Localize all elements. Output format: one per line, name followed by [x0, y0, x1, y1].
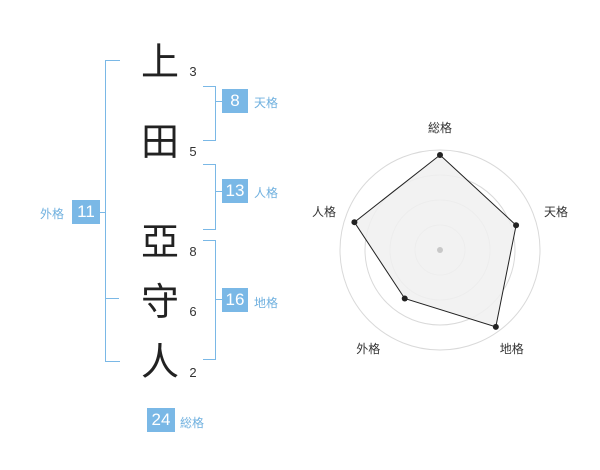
radar-polygon: [353, 154, 517, 328]
name-char-3: 亞: [140, 220, 179, 264]
soukaku-value: 24: [147, 408, 175, 432]
tenkaku-label: 天格: [254, 96, 279, 110]
jinkaku-label: 人格: [254, 186, 279, 200]
gaikaku-connector: [100, 212, 106, 213]
jinkaku-bracket: [203, 164, 216, 230]
radar-point: [492, 323, 499, 330]
gaikaku-label: 外格: [40, 207, 65, 221]
gaikaku-bracket-split: [105, 298, 119, 299]
stroke-count-3: 8: [189, 244, 197, 259]
radar-point: [437, 152, 443, 158]
jinkaku-value: 13: [222, 179, 248, 203]
jinkaku-connector: [215, 191, 222, 192]
name-char-4: 守: [140, 280, 179, 324]
radar-axis-jinkaku: 人格: [311, 205, 336, 220]
soukaku-label: 総格: [180, 416, 205, 430]
radar-axis-tenkaku: 天格: [544, 205, 569, 220]
radar-points: [351, 152, 520, 330]
name-char-5: 人: [140, 340, 179, 384]
radar-axis-gaikaku: 外格: [356, 341, 381, 356]
radar-point: [351, 219, 358, 226]
name-char-1: 上: [140, 40, 179, 84]
tenkaku-bracket: [203, 86, 216, 141]
chikaku-label: 地格: [254, 296, 279, 310]
gaikaku-bracket: [105, 60, 120, 362]
radar-axis-soukaku: 総格: [428, 121, 453, 135]
chikaku-value: 16: [222, 288, 248, 312]
chikaku-connector: [215, 299, 222, 300]
stroke-count-4: 6: [189, 304, 197, 319]
name-char-2: 田: [140, 120, 179, 164]
radar-ring: [339, 149, 541, 351]
stroke-count-2: 5: [189, 144, 197, 159]
radar-center-dot: [437, 247, 443, 253]
radar-point: [401, 295, 408, 302]
stroke-count-1: 3: [189, 64, 197, 79]
chikaku-bracket: [203, 240, 216, 360]
tenkaku-connector: [215, 101, 222, 102]
radar-axis-chikaku: 地格: [499, 341, 524, 356]
tenkaku-value: 8: [222, 89, 248, 113]
radar-point: [513, 222, 520, 229]
stroke-count-5: 2: [189, 365, 197, 380]
gaikaku-value: 11: [72, 200, 100, 224]
